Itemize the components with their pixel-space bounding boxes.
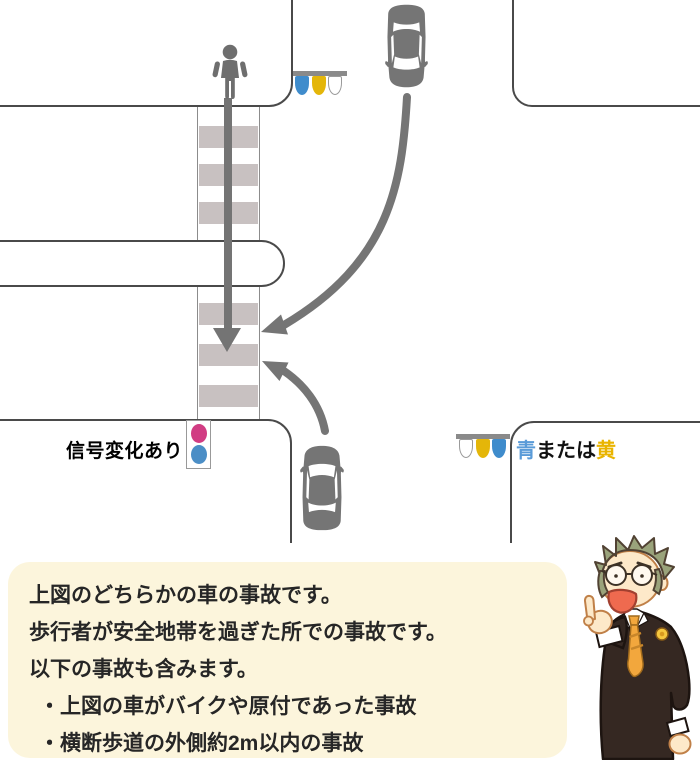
note-box: 上図のどちらかの車の事故です。 歩行者が安全地帯を過ぎた所での事故です。 以下の… [8, 562, 567, 758]
car-bottom-turn-path [280, 367, 329, 435]
signal-state-conj: または [536, 440, 596, 462]
car-top-view-icon [385, 4, 428, 88]
car-top-view-icon [300, 445, 344, 531]
signal-state-yellow: 黄 [596, 440, 616, 462]
note-line: 上図のどちらかの車の事故です。 [29, 584, 342, 607]
white-lamp [328, 75, 342, 95]
note-line: ・上図の車がバイクや原付であった事故 [39, 695, 417, 718]
signal-bar [293, 71, 347, 76]
car-path-arrows [261, 93, 411, 435]
signal-bar [456, 434, 510, 439]
note-line: 歩行者が安全地帯を過ぎた所での事故です。 [29, 621, 447, 644]
blue-lamp [295, 75, 309, 95]
hanging-three-lamp-signal-icon [456, 434, 510, 458]
road-corner-bottom-right [510, 421, 700, 543]
car-bottom-turn-arrowhead [262, 361, 289, 381]
pedestrian-path-arrowhead [213, 328, 241, 352]
signal-state-blue: 青 [516, 440, 536, 462]
intersection-diagram: 信号変化あり 青または黄 [0, 0, 700, 543]
pink-lamp [190, 424, 207, 443]
note-line: 以下の事故も含みます。 [29, 658, 258, 681]
road-corner-top-right [512, 0, 700, 107]
note-line: ・横断歩道の外側約2m以内の事故 [39, 732, 364, 755]
car-top-turn-path [280, 93, 411, 329]
road-corner-top-left [0, 0, 293, 107]
blue-lamp [492, 438, 506, 458]
car-top-turn-arrowhead [261, 314, 288, 335]
signal-change-label: 信号変化あり [65, 441, 183, 462]
safety-zone [0, 240, 285, 287]
lawyer-character-icon [583, 535, 692, 760]
hanging-three-lamp-signal-icon [293, 71, 347, 95]
blue-lamp [190, 445, 207, 464]
signal-state-label: 青または黄 [516, 434, 616, 463]
pedestrian-path-arrow [223, 98, 232, 329]
yellow-lamp [311, 75, 326, 95]
yellow-lamp [475, 438, 490, 458]
pedestrian-icon [212, 44, 248, 99]
white-lamp [459, 438, 473, 458]
two-lamp-signal-icon [186, 420, 211, 469]
road-corner-bottom-left [0, 419, 292, 543]
crosswalk-stripe [199, 385, 258, 407]
